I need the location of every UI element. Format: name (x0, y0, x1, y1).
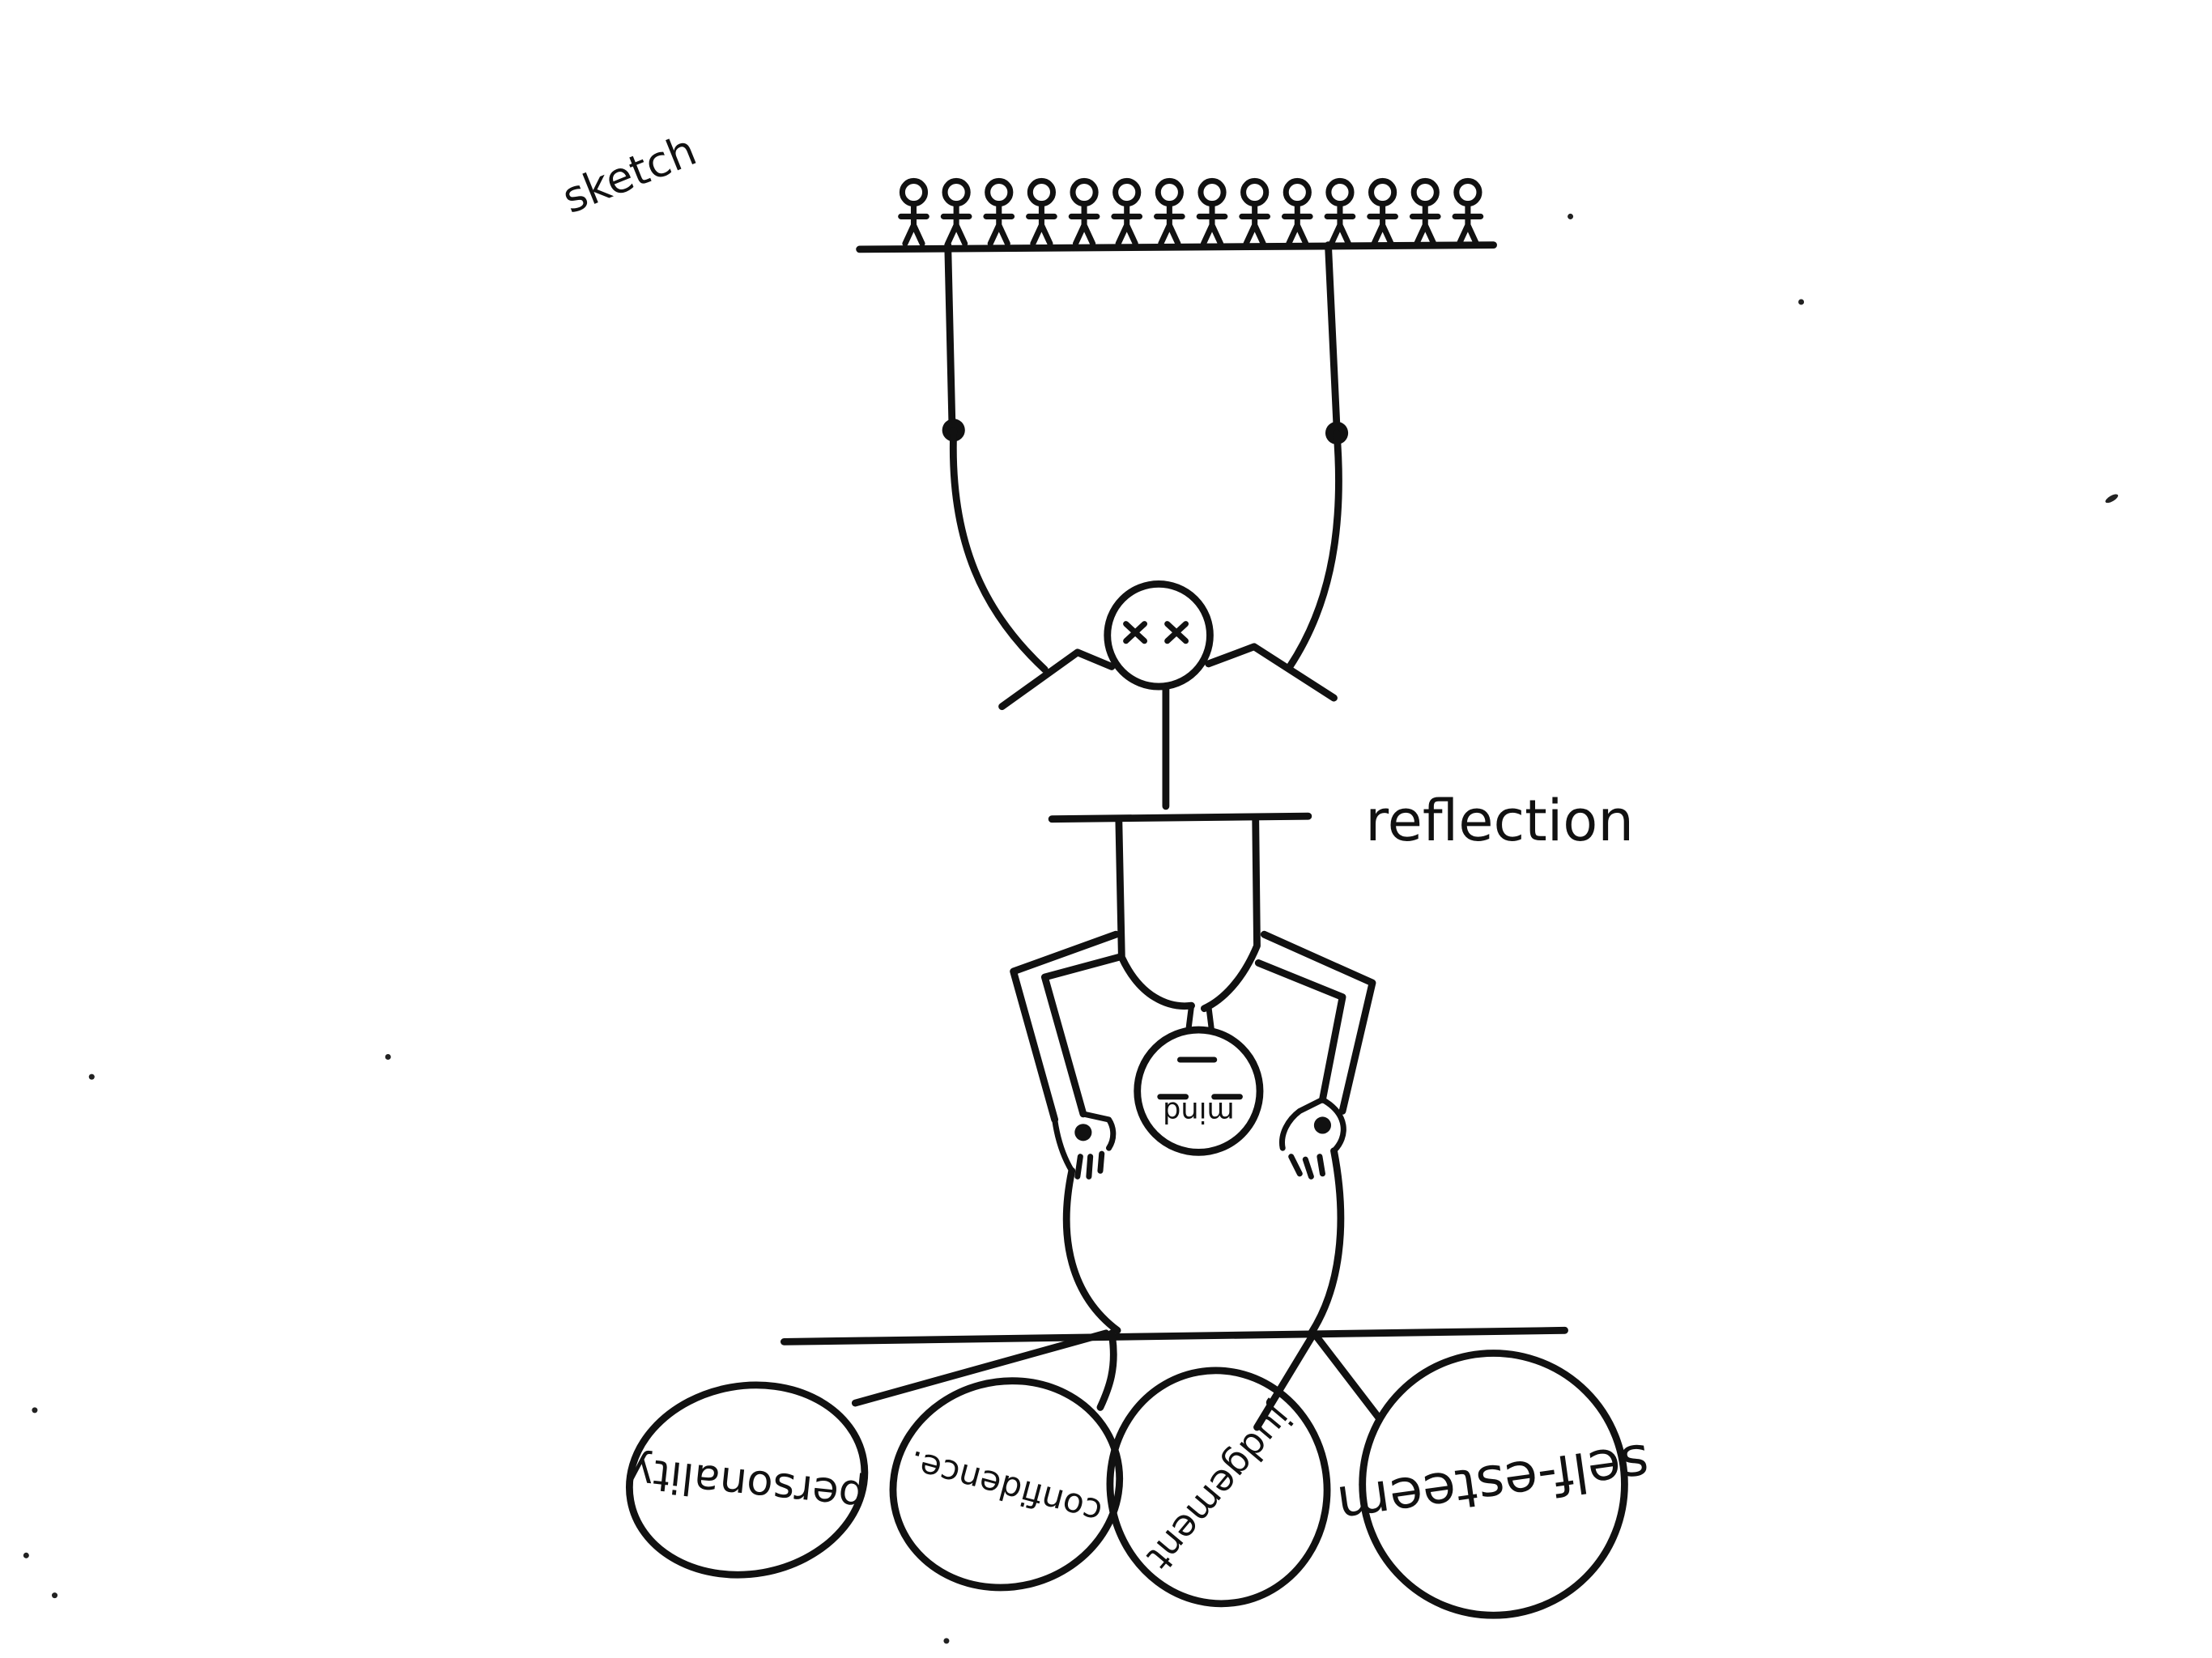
crowd-figure (1196, 177, 1228, 247)
crowd-figure (1452, 177, 1484, 247)
crowd-figure (940, 177, 972, 247)
crowd-figure (1409, 177, 1441, 247)
x-eye-left (1123, 621, 1148, 644)
crowd-figure (1239, 177, 1271, 247)
crowd-figure (1026, 177, 1057, 247)
crowd-figure (983, 177, 1015, 247)
x-eye-right (1164, 621, 1189, 644)
crowd-figure (1367, 177, 1398, 247)
circle-judgement: judgement (1106, 1367, 1331, 1608)
right-arm (1205, 643, 1338, 702)
top-ledge (856, 241, 1497, 253)
body-left-curve (1062, 1167, 1121, 1334)
crowd-figure (1324, 177, 1356, 247)
left-hand (1052, 1111, 1117, 1180)
circle-confidence: confidence. (889, 1377, 1124, 1592)
left-leg (1115, 817, 1195, 1010)
hanging-figure (998, 580, 1338, 810)
personality-label: personality (626, 1448, 868, 1521)
circle-personality: personality (626, 1381, 869, 1579)
right-hand (1278, 1096, 1346, 1180)
reflection-label: reflection (1365, 788, 1634, 854)
hanging-strings (942, 241, 1349, 674)
crowd-figure (898, 177, 929, 247)
paper-specks (23, 213, 2118, 1644)
mind-face-head (1134, 1026, 1264, 1156)
right-leg (1201, 817, 1261, 1013)
right-arm-inner (1254, 959, 1346, 1103)
crowd-figure (1281, 177, 1313, 247)
body-right-curve (1307, 1147, 1345, 1337)
right-arm-outer (1260, 930, 1376, 1115)
reflection-bar (1048, 812, 1312, 823)
neck (1185, 1002, 1214, 1031)
circle-self-esteem: self-esteem (1334, 1350, 1653, 1619)
crowd-of-stick-figures (898, 177, 1484, 247)
crowd-figure (1111, 177, 1143, 247)
crowd-figure (1154, 177, 1185, 247)
inverted-figure: mind (1010, 817, 1376, 1337)
left-arm (998, 648, 1116, 711)
sketch-label: sketch (555, 125, 703, 223)
circle-strings (851, 1329, 1384, 1431)
confidence-label: confidence. (904, 1443, 1106, 1533)
left-arm-inner (1040, 953, 1123, 1118)
mind-label: mind (1163, 1095, 1235, 1129)
self-esteem-label: self-esteem (1334, 1431, 1653, 1537)
crowd-figure (1068, 177, 1100, 247)
judgement-label: judgement (1138, 1397, 1300, 1578)
left-arm-outer (1010, 930, 1120, 1124)
bottom-ledge (780, 1326, 1568, 1346)
dead-face-head (1104, 580, 1214, 691)
